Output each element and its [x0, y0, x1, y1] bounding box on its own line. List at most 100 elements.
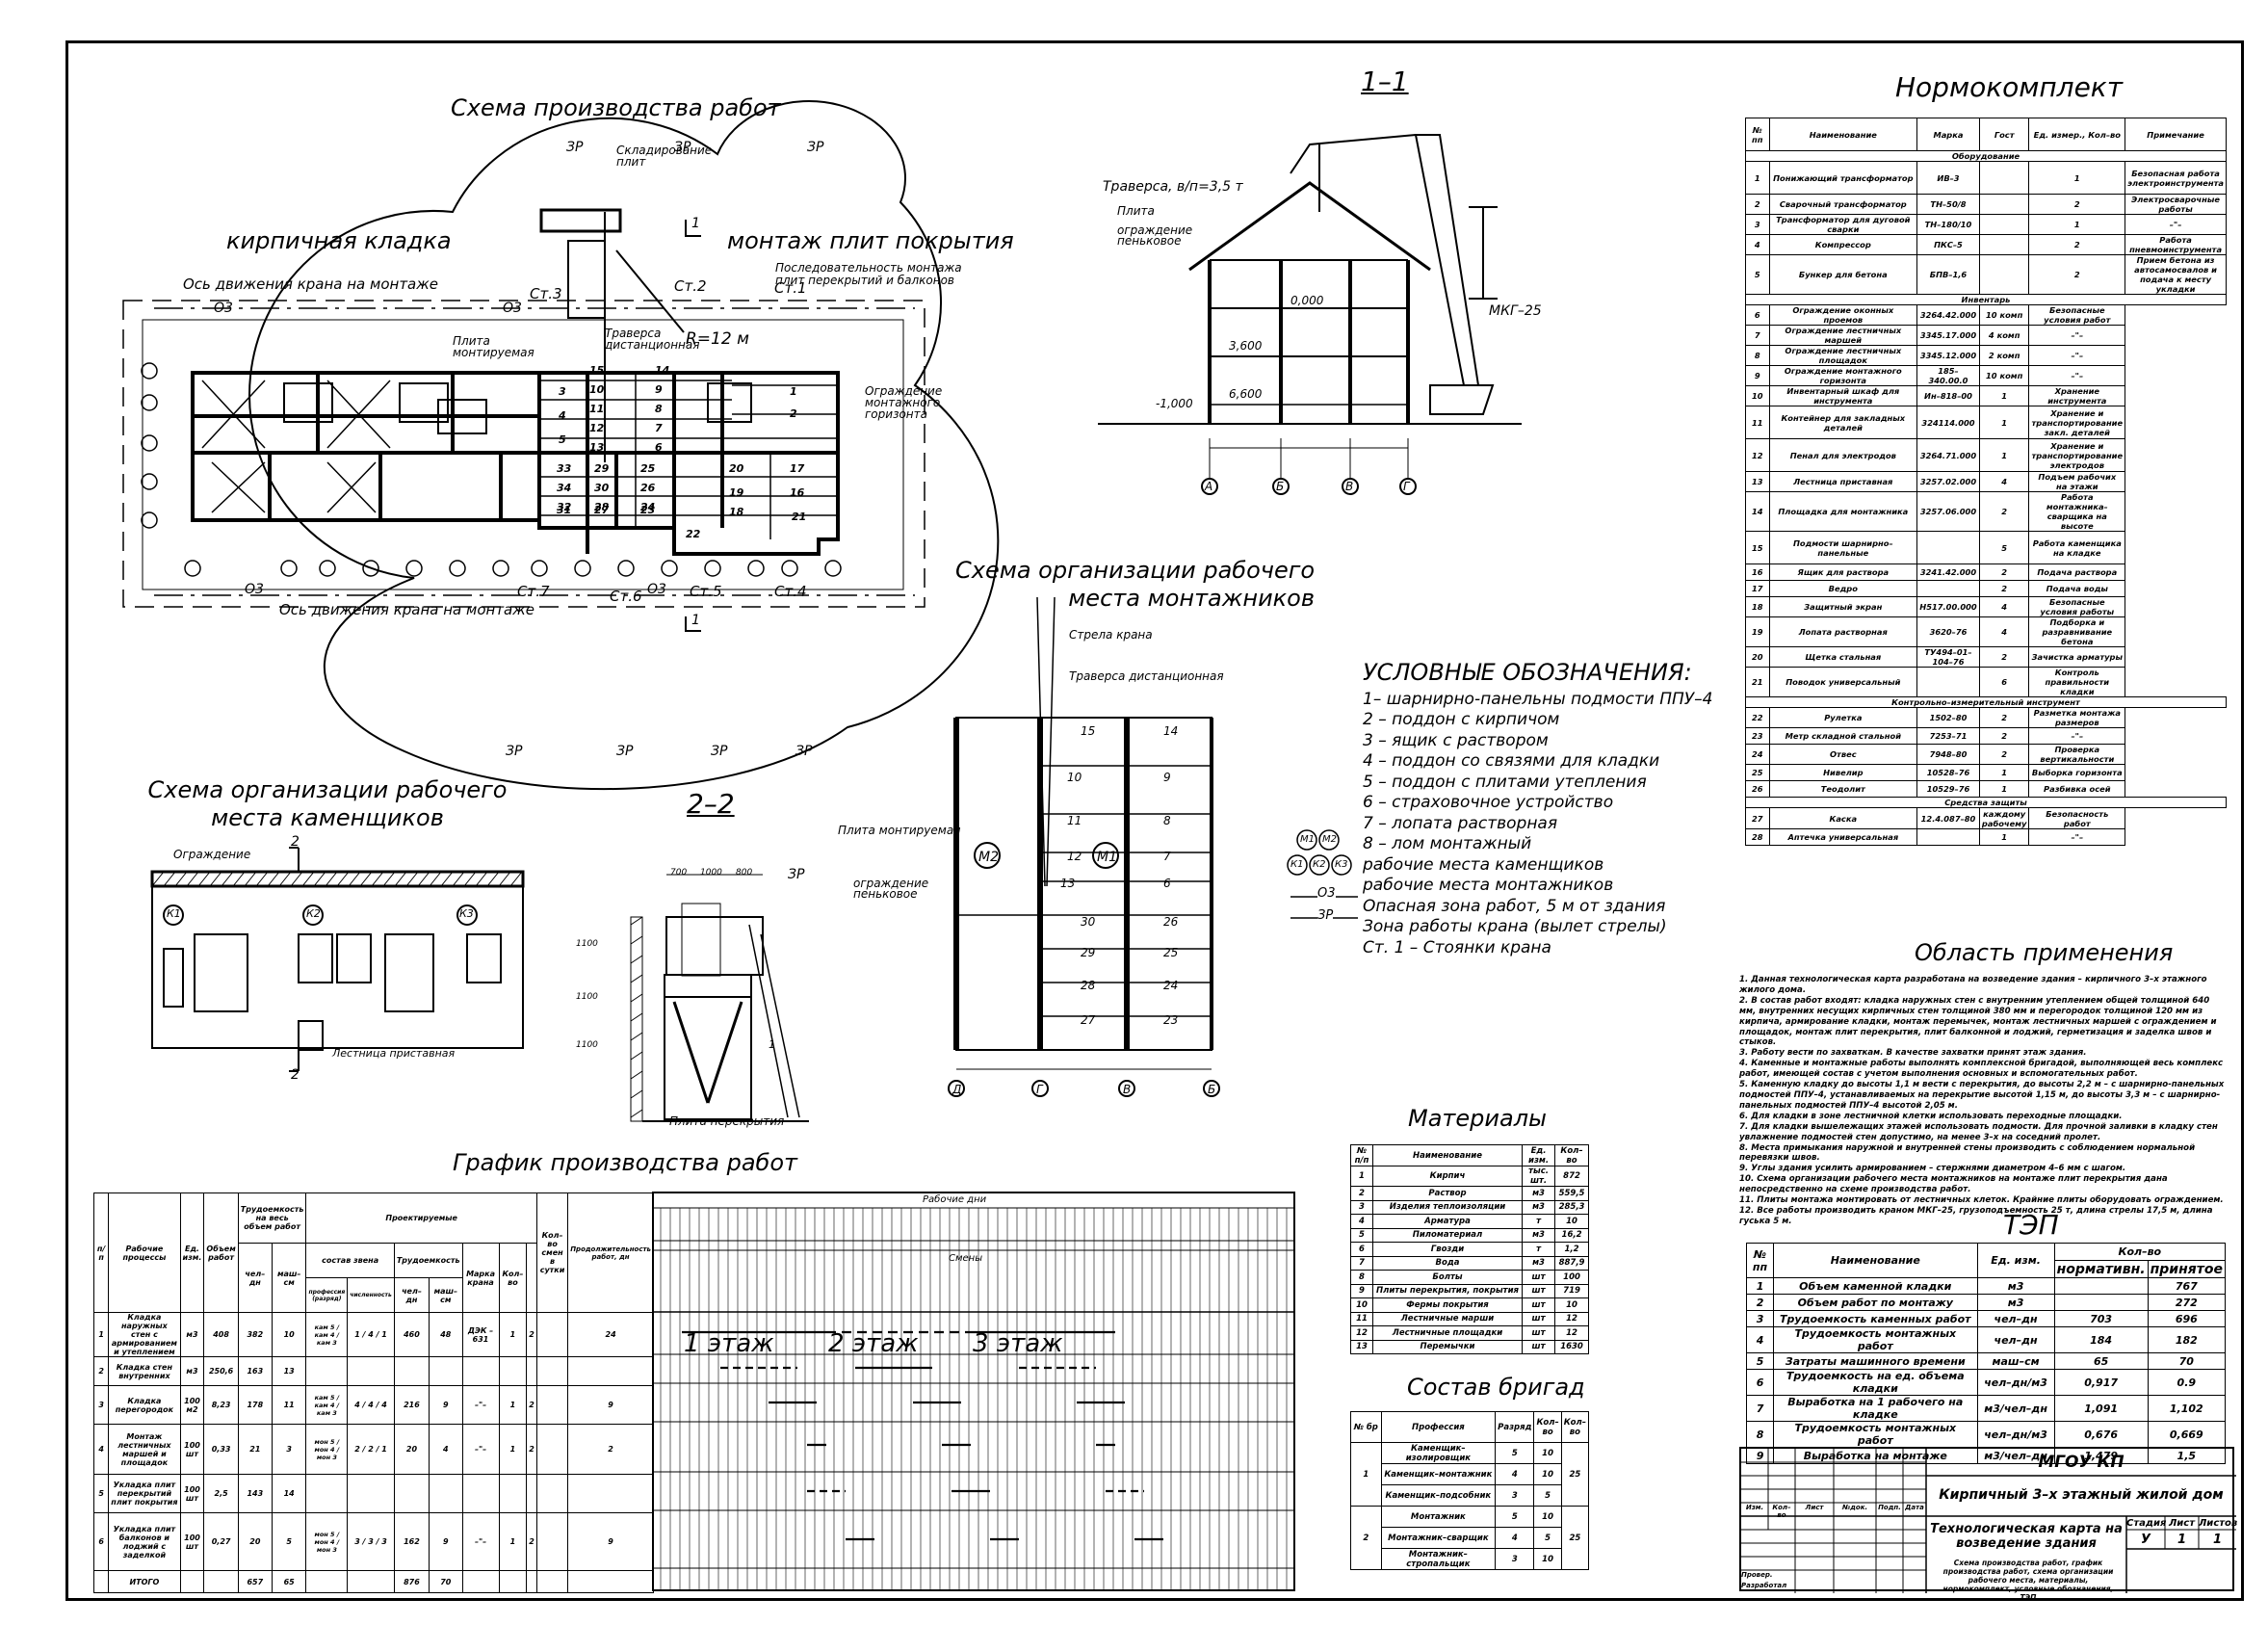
tep-cell: м3/чел–дн	[1976, 1395, 2055, 1422]
s22-num: 1	[769, 1038, 775, 1051]
tep-cell: 2	[1745, 1294, 1775, 1311]
title-tep: ТЭП	[2003, 1209, 2059, 1241]
mount-cell: 6	[1163, 877, 1171, 890]
graph-cell	[429, 1356, 463, 1386]
br-b1: 1	[1350, 1442, 1382, 1507]
normo-cell: Безопасность работ	[2028, 807, 2126, 829]
label-o3-4: О3	[647, 582, 666, 597]
normo-cell: 2	[2028, 234, 2126, 255]
normo-cell: Площадка для монтажника	[1768, 491, 1918, 532]
stamp-org: МГОУ КП	[2038, 1453, 2125, 1472]
graph-cell: 2	[526, 1512, 537, 1571]
graph-cell: Монтаж лестничных маршей и площадок	[108, 1424, 181, 1475]
area-paragraph: 2. В состав работ входят: кладка наружны…	[1739, 995, 2217, 1048]
tep-cell: 6	[1745, 1369, 1775, 1396]
tep-cell	[2053, 1294, 2149, 1311]
normo-cell: Работа каменщика на кладке	[2028, 531, 2126, 564]
graph-cell: 2 / 2 / 1	[347, 1424, 395, 1475]
plan-cell: 20	[729, 462, 744, 475]
graph-cell-spacer	[535, 1474, 569, 1513]
tep-cell: м3	[1976, 1277, 2055, 1295]
tep-cell: 65	[2053, 1352, 2149, 1370]
tep-cell	[2053, 1277, 2149, 1295]
normo-cell: Проверка вертикальности	[2028, 744, 2126, 765]
normo-cell: ИВ–3	[1916, 161, 1980, 195]
materials-cell: 12	[1350, 1325, 1373, 1341]
normo-cell: Защитный экран	[1768, 596, 1918, 617]
label-slabs: монтаж плит покрытия	[727, 227, 1014, 254]
graph-cell-spacer	[535, 1424, 569, 1475]
normo-cell: –"–	[2028, 828, 2126, 846]
s22-level-3: 1100	[576, 1040, 598, 1050]
graph-cell-spacer	[535, 1512, 569, 1571]
graph-cell: 9	[429, 1385, 463, 1425]
legend-sym-k3: К3	[1335, 859, 1348, 870]
plan-cell: 8	[655, 403, 663, 415]
plan-cell: 1	[790, 385, 797, 398]
normo-cell	[1916, 667, 1980, 697]
label-o3-1: О3	[214, 301, 233, 316]
normo-cell: Хранение и транспортирование закл. детал…	[2028, 406, 2126, 439]
mount-cell: 23	[1163, 1013, 1179, 1027]
normo-cell: 3264.71.000	[1916, 438, 1980, 472]
normo-cell: 2	[1978, 491, 2030, 532]
tep-cell: Трудоемкость монтажных работ	[1773, 1326, 1978, 1353]
normo-cell: 1	[2028, 214, 2126, 235]
normo-cell: ПКС–5	[1916, 234, 1980, 255]
normo-cell: 3	[1745, 214, 1770, 235]
materials-cell: 1	[1350, 1166, 1373, 1187]
normo-cell: 2	[1745, 194, 1770, 215]
normo-cell	[1978, 254, 2030, 295]
materials-cell: 4	[1350, 1214, 1373, 1229]
stamp-sheets-h: Листов	[2199, 1518, 2238, 1529]
graph-cell	[393, 1356, 430, 1386]
graph-cell	[526, 1474, 537, 1513]
plan-cell: 18	[729, 506, 744, 518]
materials-cell: Арматура	[1372, 1214, 1523, 1229]
mount-cell: 10	[1067, 771, 1082, 784]
tep-cell: 5	[1745, 1352, 1775, 1370]
tep-h-norm: нормативн.	[2053, 1260, 2149, 1278]
normo-cell: 22	[1745, 707, 1770, 728]
graph-cell	[429, 1474, 463, 1513]
mason-mark-top: 2	[291, 834, 300, 850]
normo-cell: 3620–76	[1916, 616, 1980, 647]
graph-cell: 3 / 3 / 3	[347, 1512, 395, 1571]
title-graph: График производства работ	[453, 1149, 798, 1176]
graph-cell: 178	[237, 1385, 273, 1425]
legend-item-2: 2 – поддон с кирпичом	[1363, 710, 1560, 729]
tep-cell: 0,676	[2053, 1421, 2149, 1448]
normo-cell	[1978, 234, 2030, 255]
normo-h-no: № пп	[1745, 118, 1770, 151]
normo-cell: Прием бетона из автосамосвалов и подача …	[2125, 254, 2227, 295]
graph-cell: 1 / 4 / 1	[347, 1312, 395, 1357]
tep-cell: 0.9	[2147, 1369, 2227, 1396]
gantt-smeny: Смены	[949, 1253, 983, 1264]
label-traverse: Траверса дистанционная	[605, 327, 700, 352]
mount-axis-2: Г	[1036, 1083, 1043, 1096]
s22-plate: Плита перекрытия	[669, 1114, 785, 1128]
normo-cell: 3345.17.000	[1916, 325, 1980, 346]
legend-sym-m2: М2	[1322, 834, 1337, 845]
tep-cell: чел–дн	[1976, 1326, 2055, 1353]
area-paragraph: 4. Каменные и монтажные работы выполнять…	[1739, 1059, 2224, 1080]
gr-h-vol: Объем работ	[203, 1193, 239, 1313]
graph-cell: 9	[567, 1512, 654, 1571]
br-cell: Каменщик–изолировщик	[1380, 1442, 1497, 1464]
normo-cell	[1978, 161, 2030, 195]
normo-cell	[1916, 531, 1980, 564]
graph-cell: 11	[271, 1385, 307, 1425]
graph-cell: Кладка стен внутренних	[108, 1356, 181, 1386]
normo-cell: Электросварочные работы	[2125, 194, 2227, 215]
graph-cell: ИТОГО	[108, 1570, 181, 1593]
materials-cell: 5	[1350, 1227, 1373, 1243]
normo-cell: 16	[1745, 564, 1770, 581]
normo-cell: Каска	[1768, 807, 1918, 829]
legend-item-1: 1– шарнирно-панельны подмости ППУ–4	[1363, 689, 1713, 709]
mason-fence: Ограждение	[173, 848, 251, 861]
graph-cell	[92, 1570, 110, 1593]
